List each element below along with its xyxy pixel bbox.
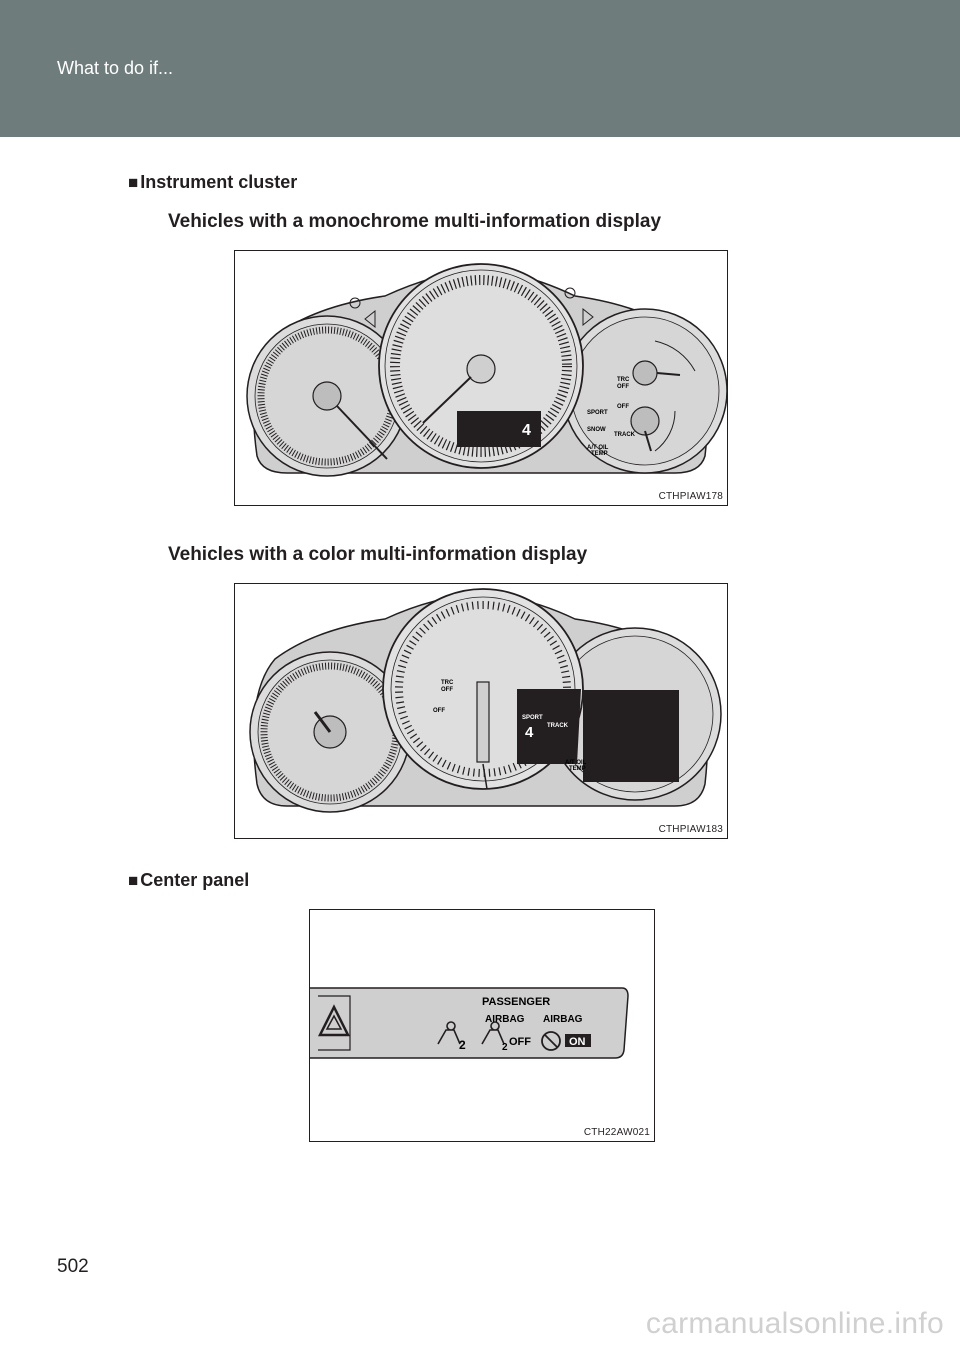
- label-off-c: OFF: [433, 708, 445, 714]
- label-trc-c1: TRC: [441, 680, 454, 686]
- gear-indicator-1: 4: [522, 422, 531, 439]
- label-trc-2: OFF: [617, 384, 629, 390]
- label-atoil-2: TEMP: [591, 451, 608, 457]
- section-instrument-cluster-label: Instrument cluster: [140, 172, 298, 192]
- section-center-panel: ■Center panel: [128, 870, 249, 891]
- label-airbag-on: AIRBAG: [543, 1014, 583, 1025]
- label-atoil-1: A/T OIL: [587, 445, 609, 451]
- label-airbag-off: AIRBAG: [485, 1014, 525, 1025]
- figure-monochrome-cluster: 4 TRC OFF OFF SPORT SNOW TRACK A/T OIL T…: [234, 250, 728, 506]
- color-heading: Vehicles with a color multi-information …: [168, 544, 588, 565]
- label-two-1: 2: [459, 1038, 466, 1052]
- square-bullet-icon: ■: [128, 871, 139, 890]
- monochrome-cluster-illustration: 4 TRC OFF OFF SPORT SNOW TRACK A/T OIL T…: [246, 263, 727, 477]
- seatbelt-icon: [437, 1021, 461, 1045]
- label-off-panel: OFF: [509, 1036, 531, 1048]
- mono-heading: Vehicles with a monochrome multi-informa…: [168, 211, 662, 232]
- figure-color-cluster: TRC OFF OFF SPORT 4 TRACK A/T OIL TEMP C…: [234, 583, 728, 839]
- footer-watermark: carmanualsonline.info: [645, 1307, 944, 1340]
- section-center-panel-label: Center panel: [140, 870, 250, 890]
- label-two-2: 2: [502, 1042, 508, 1053]
- square-bullet-icon: ■: [128, 173, 139, 192]
- label-track: TRACK: [614, 432, 636, 438]
- figure-code-3: CTH22AW021: [583, 1127, 650, 1138]
- label-trc-c2: OFF: [441, 687, 453, 693]
- label-sport: SPORT: [587, 410, 608, 416]
- label-passenger: PASSENGER: [482, 996, 550, 1008]
- label-snow: SNOW: [587, 427, 606, 433]
- header-title: What to do if...: [57, 58, 174, 78]
- figure-center-panel: PASSENGER AIRBAG AIRBAG 2 2 OFF ON CTH22…: [309, 909, 655, 1142]
- figure-code-1: CTHPIAW178: [658, 491, 723, 502]
- passenger-airbag-icon: [481, 1021, 505, 1045]
- label-track-c: TRACK: [547, 723, 569, 729]
- center-panel-illustration: PASSENGER AIRBAG AIRBAG 2 2 OFF ON: [310, 987, 629, 1059]
- label-off: OFF: [617, 404, 629, 410]
- label-sport-c: SPORT: [522, 715, 543, 721]
- color-cluster-illustration: TRC OFF OFF SPORT 4 TRACK A/T OIL TEMP: [249, 588, 722, 813]
- label-atoil-c1: A/T OIL: [565, 760, 587, 766]
- label-trc-1: TRC: [617, 377, 630, 383]
- section-instrument-cluster: ■Instrument cluster: [128, 172, 297, 193]
- label-on-panel: ON: [569, 1036, 586, 1048]
- page-number: 502: [57, 1256, 89, 1277]
- gear-indicator-2: 4: [525, 724, 534, 741]
- label-atoil-c2: TEMP: [569, 766, 586, 772]
- airbag-on-icon: [541, 1031, 561, 1051]
- page-header: What to do if...: [0, 0, 960, 137]
- figure-code-2: CTHPIAW183: [658, 824, 723, 835]
